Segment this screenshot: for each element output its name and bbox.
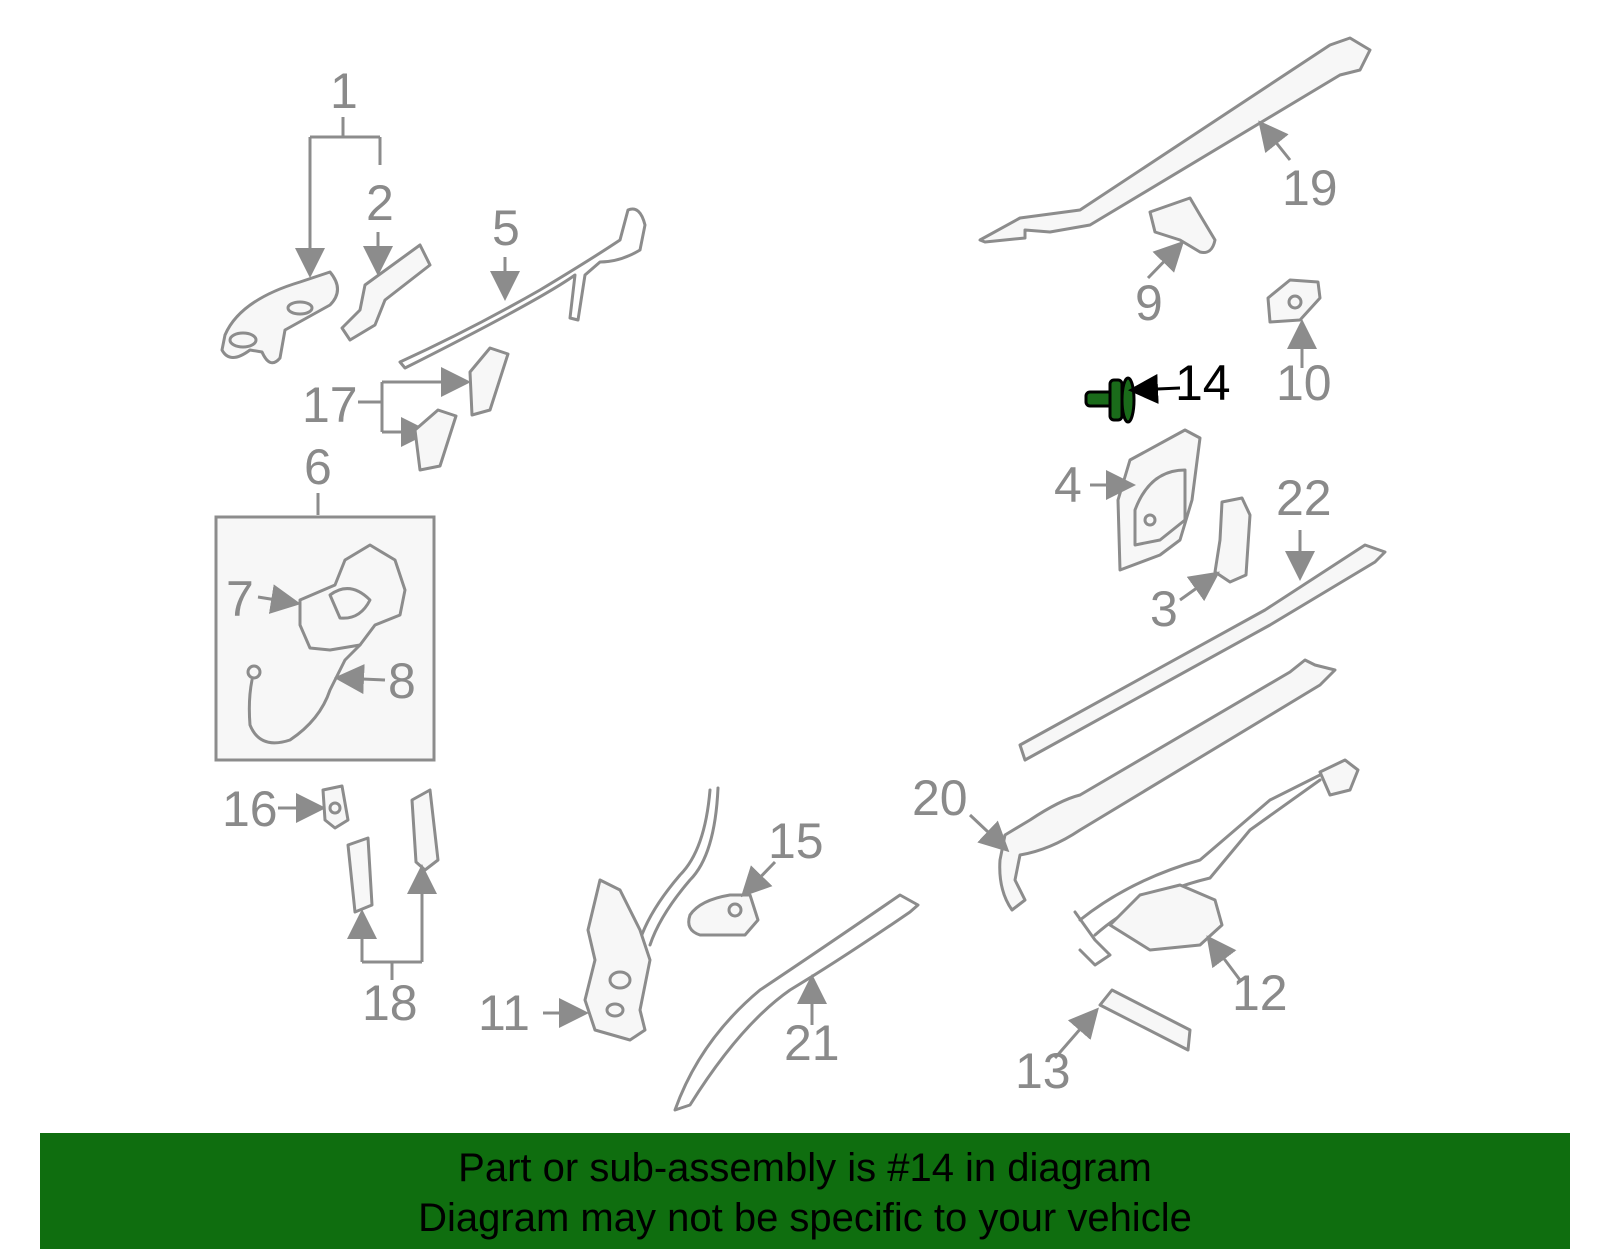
part-18-seals	[346, 788, 440, 980]
label-9: 9	[1135, 275, 1163, 331]
part-9-striker	[1146, 196, 1217, 280]
part-20-rocker-panel	[968, 658, 1337, 912]
part-17-pads	[358, 346, 510, 472]
label-20: 20	[912, 770, 968, 826]
banner-line-1: Part or sub-assembly is #14 in diagram	[458, 1146, 1152, 1190]
label-7: 7	[226, 571, 254, 627]
part-14-highlighted-clip[interactable]	[1084, 373, 1181, 424]
label-10: 10	[1276, 355, 1332, 411]
part-21-weatherstrip	[673, 893, 920, 1112]
label-13: 13	[1015, 1043, 1071, 1099]
label-12: 12	[1232, 965, 1288, 1021]
part-1-outer-handle	[220, 270, 339, 365]
info-banner: Part or sub-assembly is #14 in diagram D…	[40, 1133, 1570, 1249]
label-19: 19	[1282, 160, 1338, 216]
label-21: 21	[784, 1015, 840, 1071]
banner-line-2: Diagram may not be specific to your vehi…	[418, 1196, 1192, 1240]
label-15: 15	[768, 813, 824, 869]
part-16-bumper	[278, 784, 350, 830]
part-13-pad	[1053, 988, 1192, 1059]
label-16: 16	[222, 781, 278, 837]
part-11-hinge	[543, 786, 720, 1042]
part-15-stop-bracket	[687, 860, 777, 937]
part-3-cap	[1179, 496, 1252, 602]
part-12-latch-cable	[1073, 758, 1360, 981]
label-8: 8	[388, 653, 416, 709]
part-6-latch-assembly-box	[214, 493, 436, 762]
part-2-handle-bracket	[340, 243, 432, 342]
label-4: 4	[1054, 457, 1082, 513]
label-18: 18	[362, 975, 418, 1031]
label-1: 1	[330, 63, 358, 119]
label-5: 5	[492, 200, 520, 256]
label-6: 6	[304, 439, 332, 495]
part-22-scuff-plate	[1018, 530, 1387, 762]
leader-1-2	[295, 117, 393, 278]
part-19-upper-rail	[978, 36, 1372, 244]
label-17: 17	[302, 377, 358, 433]
part-10-clip	[1266, 278, 1322, 368]
part-5-lock-rod	[398, 207, 647, 370]
label-22: 22	[1276, 470, 1332, 526]
label-3: 3	[1150, 581, 1178, 637]
label-2: 2	[366, 175, 394, 231]
label-11: 11	[478, 985, 530, 1041]
part-4-trim-panel	[1090, 428, 1202, 572]
callout-labels: 1 2 3 4 5 6 7 8 9 10 11 12 13 14 15 16 1…	[222, 63, 1338, 1099]
label-14: 14	[1175, 355, 1231, 411]
